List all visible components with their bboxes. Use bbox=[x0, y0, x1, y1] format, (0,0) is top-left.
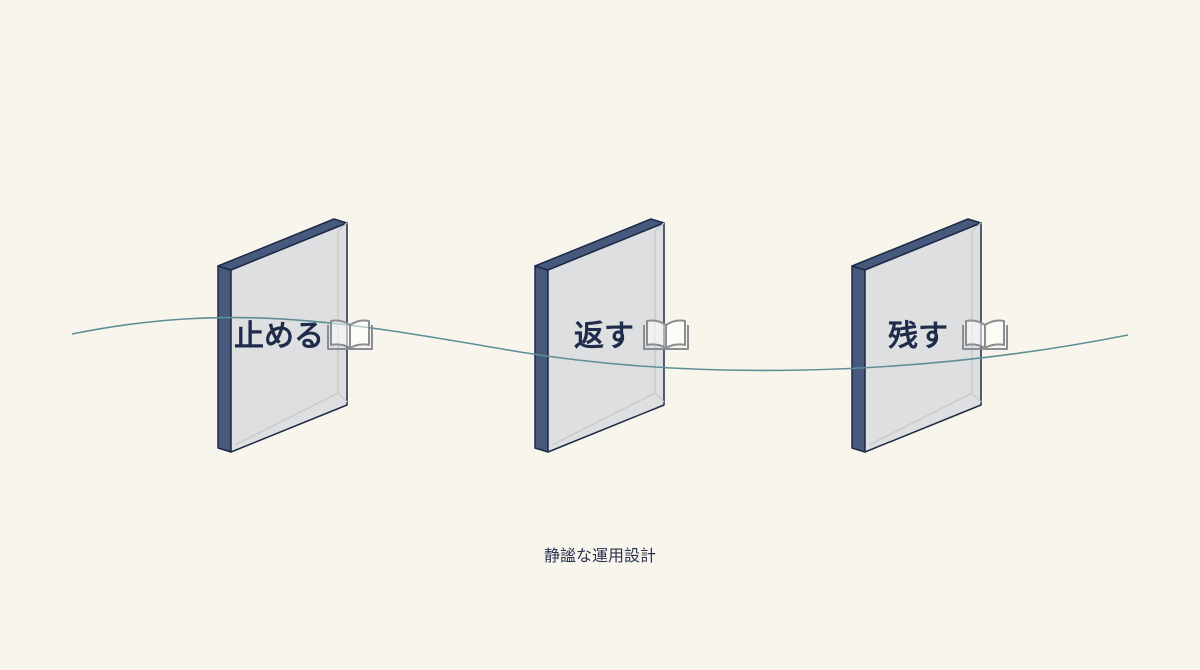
panel-inner-corner bbox=[654, 392, 665, 403]
wave-line bbox=[71, 316, 1129, 372]
panel-stop bbox=[217, 218, 348, 453]
panel-return bbox=[534, 218, 665, 453]
panel-face bbox=[864, 222, 982, 453]
panel-inner-corner bbox=[337, 222, 348, 232]
panel-inner-corner bbox=[654, 222, 665, 232]
panel-keep bbox=[851, 218, 982, 453]
panel-label-stop: 止める bbox=[234, 319, 324, 354]
open-book-icon bbox=[643, 319, 689, 350]
panel-side-edge bbox=[217, 265, 232, 453]
panel-inner-corner bbox=[971, 392, 982, 403]
book-right-page bbox=[665, 319, 686, 349]
book-cover bbox=[962, 325, 1008, 350]
panel-label-return: 返す bbox=[574, 319, 634, 354]
panel-inner-corner bbox=[337, 392, 348, 403]
caption: 静謐な運用設計 bbox=[544, 546, 656, 565]
book-left-page bbox=[965, 319, 986, 349]
open-book-icon bbox=[962, 319, 1008, 350]
panel-face bbox=[230, 222, 348, 453]
book-cover bbox=[327, 325, 373, 350]
open-book-icon bbox=[327, 319, 373, 350]
panel-side-edge bbox=[534, 265, 549, 453]
panel-face bbox=[547, 222, 665, 453]
panel-inner-corner bbox=[971, 222, 982, 232]
panel-side-edge bbox=[851, 265, 866, 453]
book-left-page bbox=[646, 319, 667, 349]
book-cover bbox=[643, 325, 689, 350]
book-right-page bbox=[349, 319, 370, 349]
book-right-page bbox=[984, 319, 1005, 349]
book-left-page bbox=[330, 319, 351, 349]
panel-label-keep: 残す bbox=[888, 319, 948, 354]
